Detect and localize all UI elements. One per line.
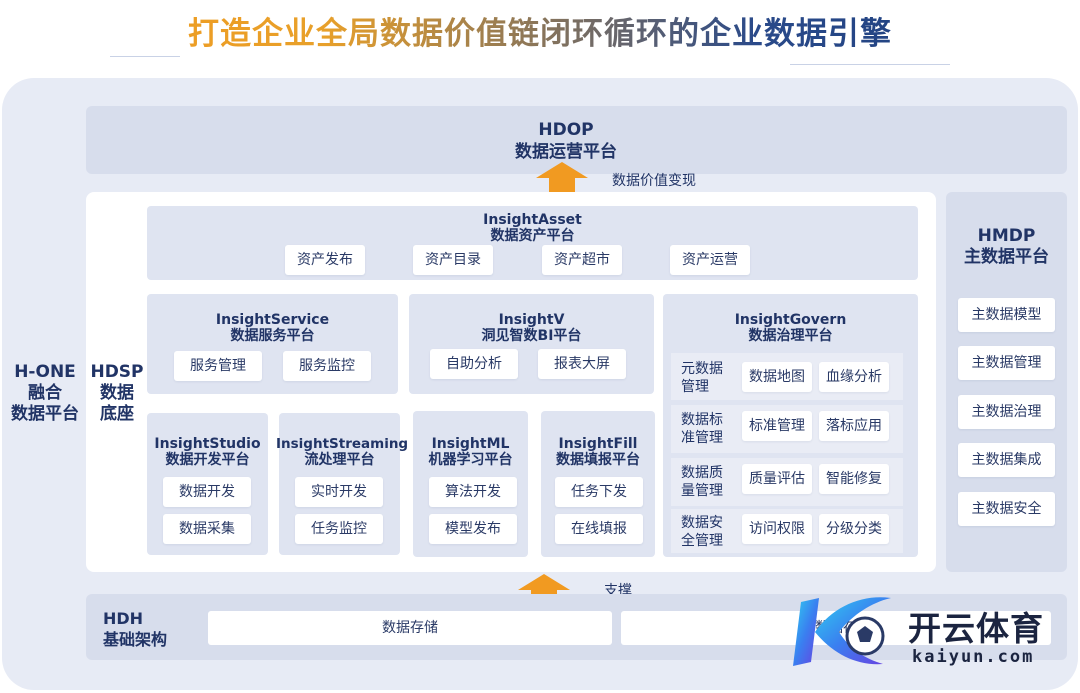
hdsp-line2: 数据 bbox=[100, 383, 134, 403]
insightstudio-name: InsightStudio bbox=[154, 436, 261, 452]
insightv-label: 洞见智数BI平台 bbox=[481, 328, 582, 344]
standard-application: 落标应用 bbox=[819, 411, 889, 441]
hdop-label: 数据运营平台 bbox=[515, 142, 617, 162]
task-dispatch: 任务下发 bbox=[555, 477, 643, 507]
govern-row-metadata-label1: 元数据 bbox=[681, 361, 723, 377]
insightgovern-label: 数据治理平台 bbox=[748, 328, 833, 344]
online-fill: 在线填报 bbox=[555, 514, 643, 544]
smart-repair: 智能修复 bbox=[819, 464, 889, 494]
self-analysis: 自助分析 bbox=[430, 349, 518, 379]
hone-line1: H-ONE bbox=[14, 362, 76, 382]
lineage-analysis: 血缘分析 bbox=[819, 362, 889, 392]
govern-row-security-label1: 数据安 bbox=[681, 515, 723, 531]
insightfill-label: 数据填报平台 bbox=[556, 452, 640, 468]
insightstreaming-label: 流处理平台 bbox=[304, 452, 375, 468]
service-monitor: 服务监控 bbox=[283, 351, 371, 381]
grading-classification: 分级分类 bbox=[819, 514, 889, 544]
value-arrow bbox=[536, 162, 588, 192]
realtime-development: 实时开发 bbox=[295, 477, 383, 507]
hdsp-line1: HDSP bbox=[90, 362, 144, 382]
insightv-name: InsightV bbox=[498, 312, 565, 328]
insightfill-name: InsightFill bbox=[558, 436, 638, 452]
insightasset-name: InsightAsset bbox=[483, 212, 582, 228]
quality-assessment: 质量评估 bbox=[742, 464, 812, 494]
hmdp-label: 主数据平台 bbox=[964, 247, 1049, 267]
insightstudio-label: 数据开发平台 bbox=[165, 452, 250, 468]
master-data-security: 主数据安全 bbox=[958, 492, 1055, 526]
standard-management: 标准管理 bbox=[742, 411, 812, 441]
value-arrow-label: 数据价值变现 bbox=[612, 173, 696, 189]
insightasset-label: 数据资产平台 bbox=[490, 228, 575, 244]
task-monitor: 任务监控 bbox=[295, 514, 383, 544]
hmdp-name: HMDP bbox=[977, 226, 1036, 246]
hdsp-line3: 底座 bbox=[100, 404, 134, 424]
title-decoration-right bbox=[790, 64, 950, 65]
data-collection: 数据采集 bbox=[163, 514, 251, 544]
kaiyun-logo-icon bbox=[793, 592, 899, 672]
insightml-label: 机器学习平台 bbox=[428, 452, 513, 468]
master-data-model: 主数据模型 bbox=[958, 298, 1055, 332]
asset-operation: 资产运营 bbox=[670, 245, 750, 275]
service-management: 服务管理 bbox=[174, 351, 262, 381]
master-data-management: 主数据管理 bbox=[958, 346, 1055, 380]
hone-line2: 融合 bbox=[28, 383, 62, 403]
govern-row-quality-label1: 数据质 bbox=[681, 465, 723, 481]
algorithm-development: 算法开发 bbox=[429, 477, 517, 507]
insightservice-label: 数据服务平台 bbox=[230, 328, 315, 344]
hdop-name: HDOP bbox=[538, 120, 594, 140]
govern-row-standard-label1: 数据标 bbox=[681, 412, 723, 428]
insightstreaming-name: InsightStreaming bbox=[276, 436, 409, 452]
title-decoration-left bbox=[110, 56, 180, 57]
govern-row-metadata-label2: 管理 bbox=[681, 379, 709, 395]
master-data-governance: 主数据治理 bbox=[958, 395, 1055, 429]
watermark-brand: 开云体育 bbox=[908, 609, 1044, 648]
govern-row-standard-label2: 准管理 bbox=[681, 430, 723, 446]
access-permission: 访问权限 bbox=[742, 514, 812, 544]
asset-market: 资产超市 bbox=[542, 245, 622, 275]
model-release: 模型发布 bbox=[429, 514, 517, 544]
asset-publish: 资产发布 bbox=[285, 245, 365, 275]
govern-row-security-label2: 全管理 bbox=[681, 533, 723, 549]
data-development: 数据开发 bbox=[163, 477, 251, 507]
insightml-name: InsightML bbox=[431, 436, 510, 452]
data-storage: 数据存储 bbox=[208, 611, 612, 645]
govern-row-quality-label2: 量管理 bbox=[681, 483, 723, 499]
watermark-domain: kaiyun.com bbox=[912, 647, 1035, 667]
insightgovern-name: InsightGovern bbox=[734, 312, 847, 328]
master-data-integration: 主数据集成 bbox=[958, 443, 1055, 477]
page-title: 打造企业全局数据价值链闭环循环的企业数据引擎 bbox=[0, 8, 1080, 53]
report-screen: 报表大屏 bbox=[538, 349, 626, 379]
hdh-name: HDH bbox=[103, 609, 144, 628]
hone-line3: 数据平台 bbox=[11, 404, 79, 424]
insightasset-card bbox=[147, 206, 918, 280]
asset-catalog: 资产目录 bbox=[413, 245, 493, 275]
hdh-label: 基础架构 bbox=[103, 630, 168, 649]
insightservice-name: InsightService bbox=[215, 312, 330, 328]
data-map: 数据地图 bbox=[742, 362, 812, 392]
